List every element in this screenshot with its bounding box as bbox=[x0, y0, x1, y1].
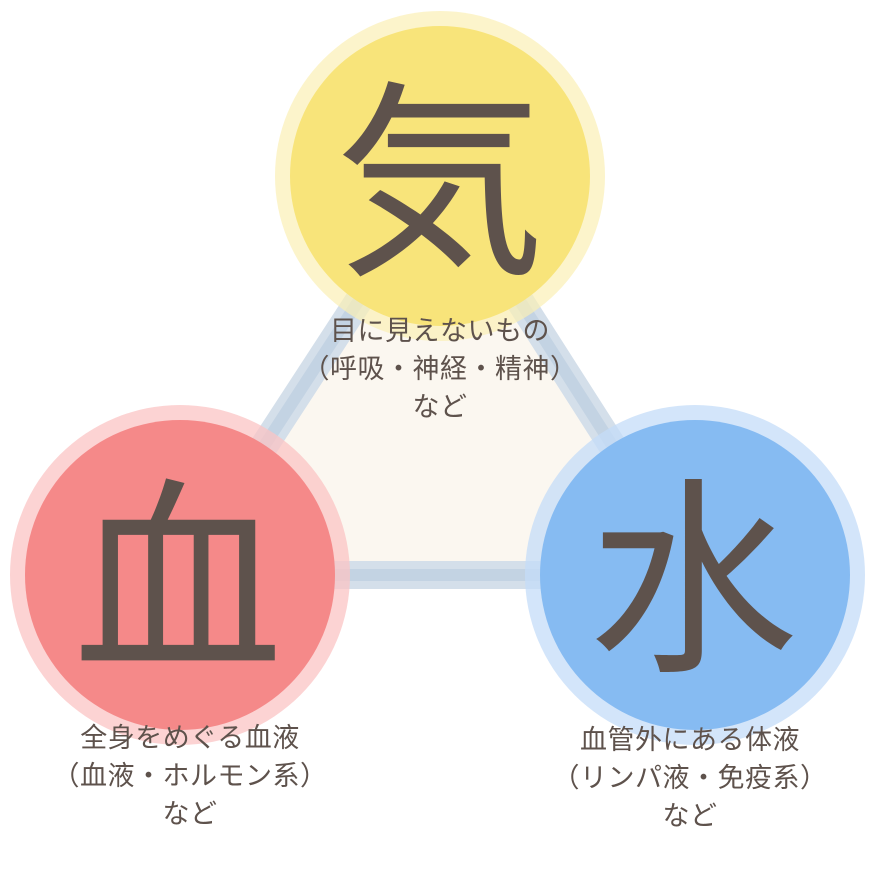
ki-line-1: 目に見えないもの bbox=[330, 316, 550, 347]
ketsu-kanji: 血 bbox=[73, 460, 283, 705]
ketsu-line-3: など bbox=[162, 799, 218, 830]
node-sui: 水 bbox=[525, 405, 865, 745]
sui-circle bbox=[540, 420, 850, 730]
ki-circle bbox=[290, 26, 590, 326]
sui-kanji: 水 bbox=[588, 460, 798, 705]
sui-line-3: など bbox=[662, 801, 718, 832]
node-ketsu: 血 bbox=[10, 405, 350, 745]
sui-description: 血管外にある体液 （リンパ液・免疫系） など bbox=[500, 722, 880, 836]
ki-description: 目に見えないもの （呼吸・神経・精神） など bbox=[240, 313, 640, 427]
sui-line-1: 血管外にある体液 bbox=[580, 725, 800, 756]
sui-line-2: （リンパ液・免疫系） bbox=[552, 763, 828, 794]
ki-line-3: など bbox=[412, 392, 468, 423]
ki-line-2: （呼吸・神経・精神） bbox=[302, 354, 578, 385]
ketsu-description: 全身をめぐる血液 （血液・ホルモン系） など bbox=[0, 720, 380, 834]
ketsu-line-1: 全身をめぐる血液 bbox=[80, 723, 300, 754]
ketsu-line-2: （血液・ホルモン系） bbox=[52, 761, 328, 792]
node-ki: 気 bbox=[275, 11, 605, 341]
ki-kanji: 気 bbox=[335, 63, 545, 308]
ketsu-circle bbox=[25, 420, 335, 730]
